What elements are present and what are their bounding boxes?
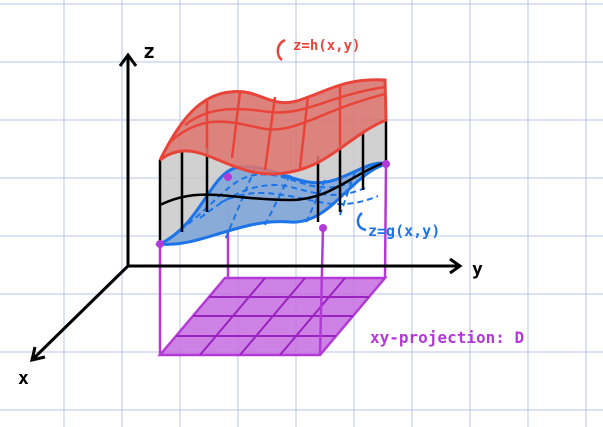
upper-surface-h xyxy=(158,78,388,176)
x-axis-label: x xyxy=(18,368,29,389)
wall-mid-curve xyxy=(159,160,387,207)
projection-drop-lines xyxy=(158,163,388,356)
axes xyxy=(29,52,463,363)
upper-label-hook xyxy=(276,38,286,62)
lower-label-hook xyxy=(356,212,367,232)
y-axis-arrowhead xyxy=(449,257,463,275)
x-axis-line xyxy=(30,264,130,362)
y-axis-label: y xyxy=(472,259,483,280)
z-axis-arrowhead xyxy=(118,52,138,67)
upper-surface-label: z=h(x,y) xyxy=(293,38,360,54)
lower-surface-label: z=g(x,y) xyxy=(368,222,440,240)
projection-corner-dots xyxy=(156,160,390,248)
lower-surface-g xyxy=(154,161,391,246)
projection-region-d xyxy=(157,276,388,357)
x-axis-arrowhead xyxy=(29,346,46,363)
z-axis-label: z xyxy=(143,39,155,63)
projection-label: xy-projection: D xyxy=(370,328,524,347)
